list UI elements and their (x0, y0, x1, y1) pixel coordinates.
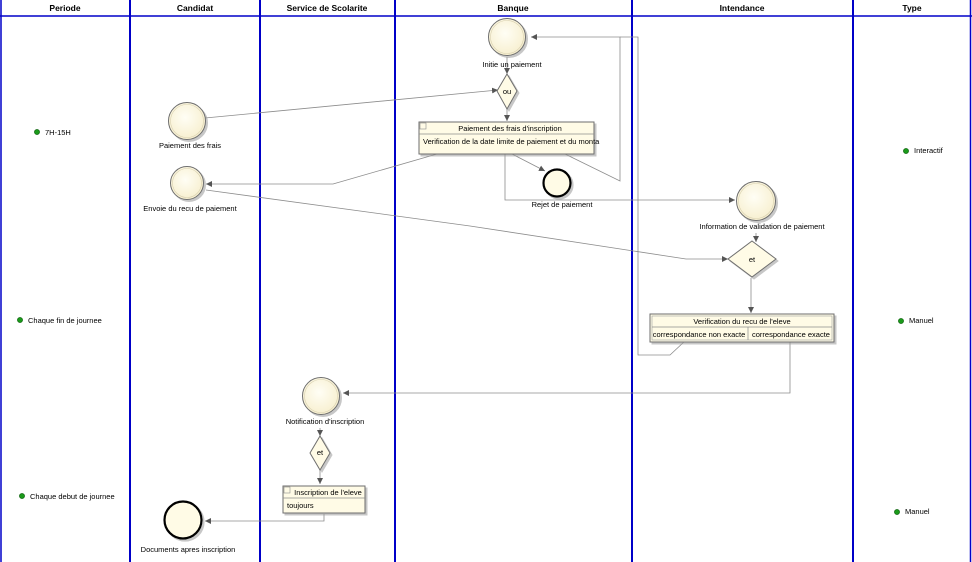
event-initie-paiement[interactable]: Initie un paiement (482, 18, 543, 70)
end-event-circle-icon (163, 500, 203, 540)
flow-loop-to-initie[interactable] (531, 34, 621, 182)
operation-title: Verification du recu de l'eleve (693, 317, 790, 326)
operation-box (649, 313, 835, 343)
event-circle-icon (302, 377, 340, 415)
operation-paiement-inscription[interactable]: Paiement des frais d'inscription Verific… (418, 121, 600, 155)
gateway-diamond-icon (727, 240, 777, 278)
event-circle-icon (736, 181, 776, 221)
flow-exacte-to-notification[interactable] (343, 342, 791, 396)
event-label: Envoie du recu de paiement (143, 204, 237, 213)
flow-non-exacte-to-initie[interactable] (620, 36, 686, 356)
event-label: Notification d'inscription (286, 417, 365, 426)
lane-header-intendance: Intendance (720, 3, 765, 13)
event-label: Documents apres inscription (141, 545, 236, 554)
event-envoie-recu[interactable]: Envoie du recu de paiement (143, 166, 238, 214)
operation-corner-icon (283, 486, 291, 494)
lane-header-type: Type (902, 3, 921, 13)
period-label: Chaque fin de journee (28, 316, 102, 325)
flow-paiement-to-ou[interactable] (204, 87, 499, 119)
event-label: Paiement des frais (159, 141, 221, 150)
gateway-et-scolarite[interactable]: et (309, 435, 331, 471)
event-notification-inscription[interactable]: Notification d'inscription (286, 377, 365, 427)
type-label: Interactif (914, 146, 944, 155)
gateway-label: et (317, 448, 324, 457)
event-information-validation[interactable]: Information de validation de paiement (699, 181, 825, 232)
flow-recu-to-et[interactable] (205, 189, 728, 262)
type-bullet-icon (903, 148, 909, 154)
operation-title: Inscription de l'eleve (294, 488, 362, 497)
lane-headers: Periode Candidat Service de Scolarite Ba… (49, 3, 921, 13)
gateway-diamond-icon (496, 73, 518, 111)
period-label: Chaque debut de journee (30, 492, 115, 501)
flow-operation-to-rejet[interactable] (511, 153, 546, 172)
period-label: 7H-15H (45, 128, 71, 137)
period-bullet-icon (19, 493, 25, 499)
gateway-et-intendance[interactable]: et (727, 240, 777, 278)
lane-header-periode: Periode (49, 3, 80, 13)
lane-header-banque: Banque (497, 3, 528, 13)
operation-output-left: correspondance non exacte (653, 330, 746, 339)
gateway-diamond-icon (309, 435, 331, 471)
event-circle-icon (168, 102, 206, 140)
operation-rule: toujours (287, 501, 314, 510)
type-label: Manuel (905, 507, 930, 516)
flow-inscription-to-documents[interactable] (205, 514, 325, 524)
gateway-label: ou (503, 87, 511, 96)
operation-verification-recu[interactable]: Verification du recu de l'eleve correspo… (649, 313, 835, 343)
type-bullet-icon (898, 318, 904, 324)
event-circle-icon (170, 166, 204, 200)
event-label: Initie un paiement (482, 60, 542, 69)
flow-operation-to-recu[interactable] (206, 153, 438, 187)
period-bullet-icon (34, 129, 40, 135)
event-documents-inscription[interactable]: Documents apres inscription (141, 500, 236, 555)
event-circle-icon (488, 18, 526, 56)
operation-rule: Verification de la date limite de paieme… (423, 137, 600, 146)
flow-lines (204, 34, 791, 524)
gateway-ou[interactable]: ou (496, 73, 518, 111)
end-event-circle-icon (542, 168, 572, 198)
lane-header-candidat: Candidat (177, 3, 214, 13)
flow-operation-to-information[interactable] (504, 154, 735, 203)
lane-header-scolarite: Service de Scolarite (287, 3, 368, 13)
operation-corner-icon (419, 122, 427, 130)
type-labels: Interactif Manuel Manuel (894, 146, 944, 516)
event-paiement-frais[interactable]: Paiement des frais (159, 102, 221, 151)
operation-output-right: correspondance exacte (752, 330, 830, 339)
event-label: Rejet de paiement (532, 200, 594, 209)
operation-title: Paiement des frais d'inscription (458, 124, 562, 133)
type-label: Manuel (909, 316, 934, 325)
operation-box (418, 121, 595, 155)
operation-inscription-eleve[interactable]: Inscription de l'eleve toujours (282, 485, 366, 514)
gateway-label: et (749, 255, 756, 264)
type-bullet-icon (894, 509, 900, 515)
event-rejet-paiement[interactable]: Rejet de paiement (532, 168, 594, 210)
period-labels: 7H-15H Chaque fin de journee Chaque debu… (17, 128, 115, 501)
event-label: Information de validation de paiement (699, 222, 825, 231)
operation-box (282, 485, 366, 514)
period-bullet-icon (17, 317, 23, 323)
